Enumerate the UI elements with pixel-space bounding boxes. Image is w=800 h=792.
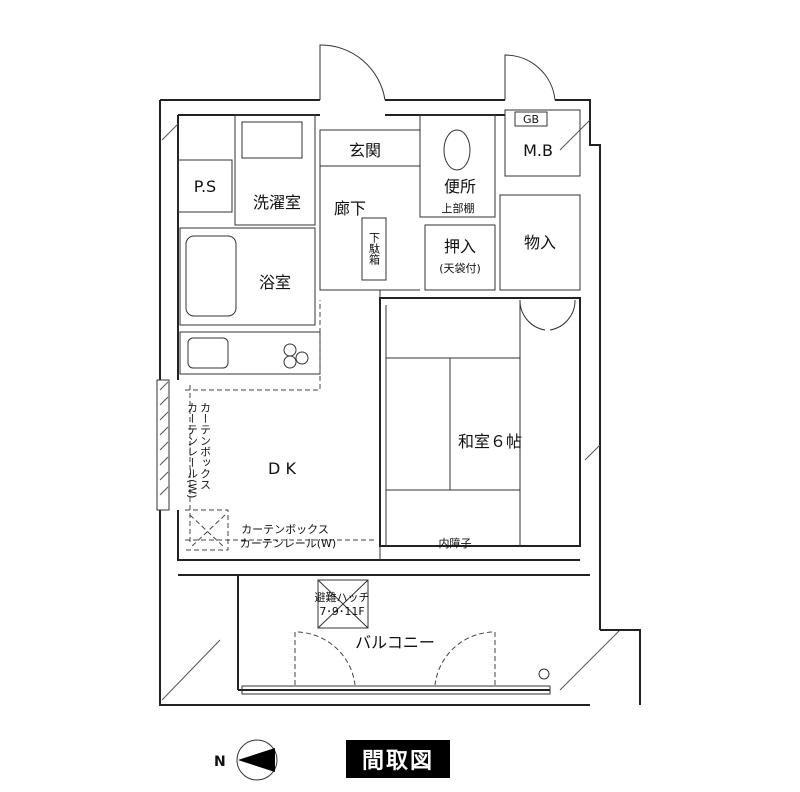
mb-label: M.B (523, 141, 553, 160)
tatami-room (379, 297, 581, 547)
entrance-label: 玄関 (349, 141, 381, 160)
escape-hatch (317, 579, 369, 629)
gb-label: GB (523, 113, 539, 126)
dk-label: D K (268, 459, 296, 478)
entrance-door[interactable] (319, 44, 386, 101)
inner-shoji-label: 内障子 (439, 536, 472, 550)
hatch-floors-label: 7･9･11F (319, 605, 364, 618)
laundry-label: 洗濯室 (253, 193, 301, 212)
north-arrow-icon (238, 748, 275, 772)
laundry-room (234, 114, 316, 226)
storage-label: 物入 (524, 233, 556, 252)
toilet-shelf-label: 上部棚 (442, 201, 475, 215)
ps-label: P.S (194, 177, 216, 196)
shoe-box (361, 217, 387, 281)
bath-label: 浴室 (259, 273, 291, 292)
curtain-rail-vertical-label: カーテンレール(W) (186, 402, 199, 499)
floor-plan-title: 間取図 (346, 740, 450, 778)
curtain-box-vertical-label: カーテンボックス (199, 402, 212, 490)
curtain-box-horizontal-label: カーテンボックス (241, 523, 329, 536)
closet-room (424, 224, 496, 291)
tatami-label: 和室６帖 (458, 432, 522, 451)
mb-door[interactable] (504, 54, 556, 101)
compass-north-label: N (214, 754, 226, 770)
shoe-box-label: 下駄箱 (368, 232, 381, 266)
closet-label: 押入 (444, 237, 476, 256)
storage-room (499, 194, 581, 291)
hallway-label: 廊下 (334, 199, 366, 218)
bath-room (179, 227, 316, 326)
outer-walls (156, 99, 641, 706)
ps-room (177, 159, 233, 213)
curtain-rail-horizontal-label: カーテンレール(W) (240, 537, 336, 550)
balcony-label: バルコニー (355, 633, 435, 652)
mb-room (504, 109, 581, 177)
north-compass: N (214, 739, 278, 781)
toilet-label: 便所 (444, 177, 476, 196)
toilet-room (419, 114, 496, 218)
hatch-label: 避難ハッチ (315, 590, 370, 604)
closet-note-label: (天袋付) (439, 261, 481, 275)
